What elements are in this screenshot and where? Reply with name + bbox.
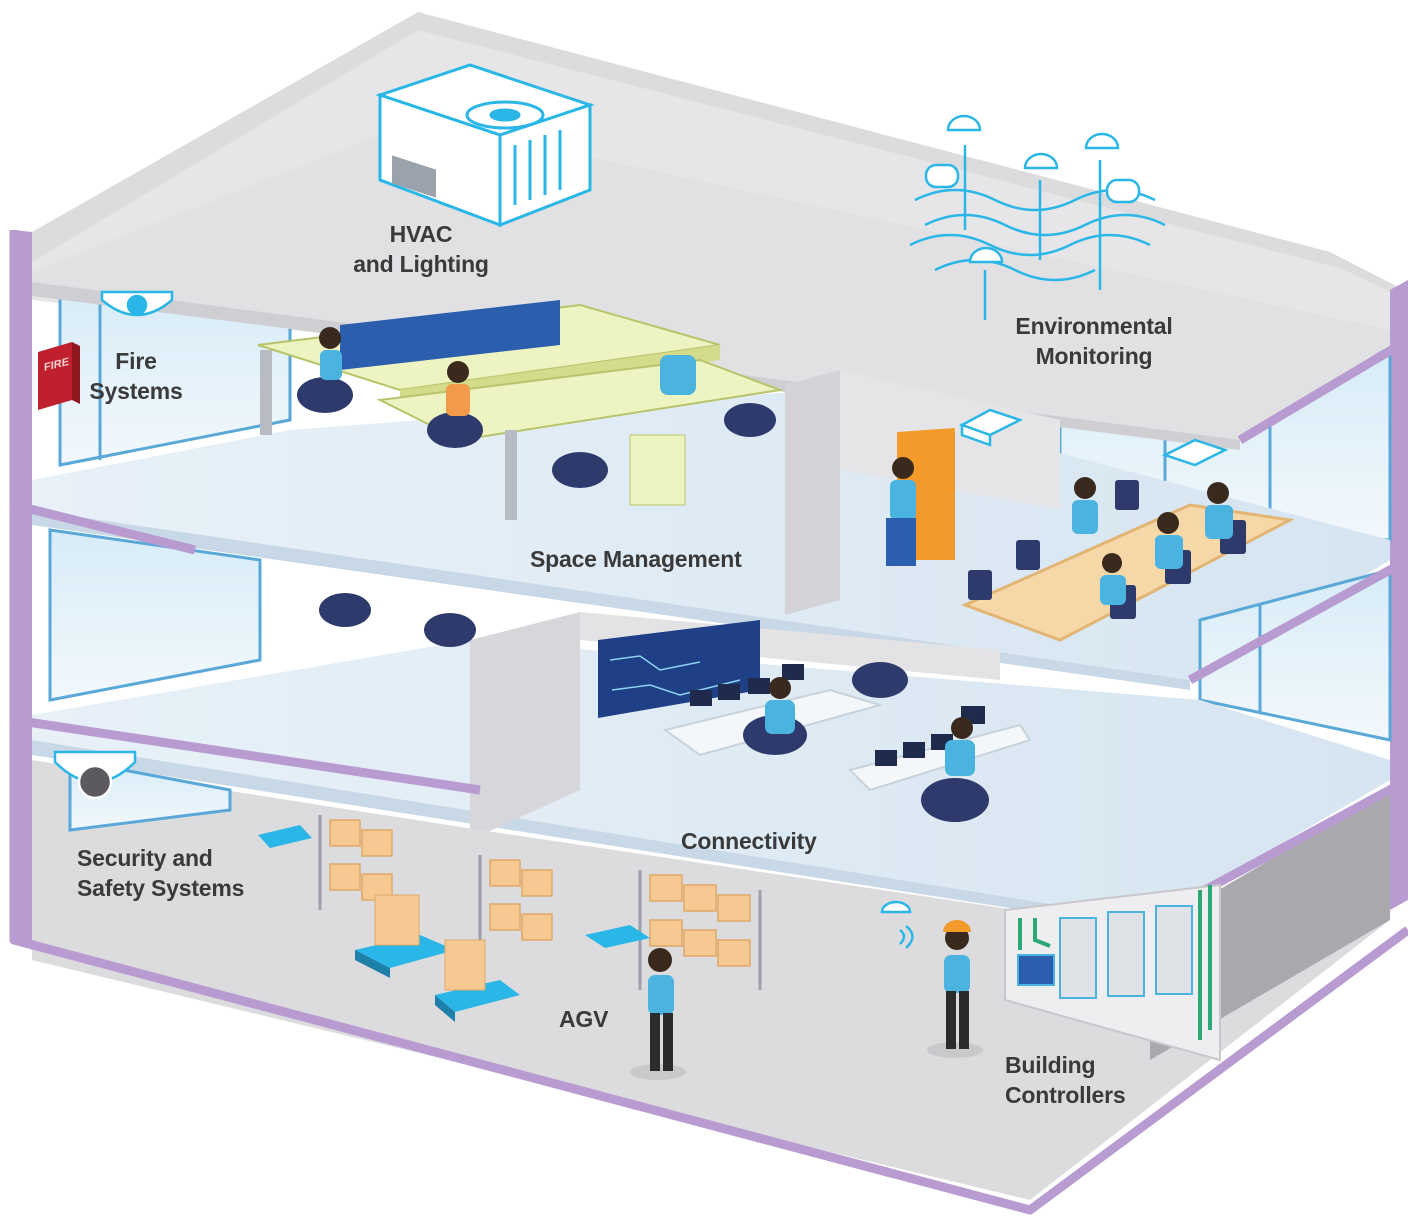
- label-hvac-and-lighting: HVAC and Lighting: [350, 219, 492, 279]
- label-security-and-safety: Security and Safety Systems: [77, 843, 244, 903]
- control-room-wall: [470, 612, 580, 840]
- label-fire-systems: Fire Systems: [86, 346, 186, 406]
- control-room: [598, 620, 1032, 822]
- label-space-line1: Space Management: [530, 546, 742, 572]
- top-ceiling-slab: [32, 120, 1390, 440]
- warehouse-workers: [630, 920, 983, 1080]
- label-fire-line2: Systems: [89, 378, 183, 404]
- label-building-controllers: Building Controllers: [1005, 1050, 1126, 1110]
- label-connectivity: Connectivity: [681, 826, 817, 856]
- label-environmental-line1: Environmental: [1015, 313, 1173, 339]
- ceiling-camera-icon: [100, 290, 174, 317]
- label-space-management: Space Management: [530, 544, 742, 574]
- hvac-unit-icon: [375, 63, 595, 228]
- label-hvac-line2: and Lighting: [353, 251, 489, 277]
- environmental-sensors-icon: [909, 114, 1166, 320]
- right-outer-wall: [1390, 280, 1408, 910]
- label-environmental-monitoring: Environmental Monitoring: [1005, 311, 1183, 371]
- agv-robot-2: [435, 939, 520, 1022]
- label-hvac-line1: HVAC: [389, 221, 453, 247]
- agv-robot-4: [258, 825, 312, 848]
- meeting-room: [886, 428, 1295, 642]
- label-controllers-line2: Controllers: [1005, 1082, 1126, 1108]
- middle-floor-plate: [32, 640, 1390, 920]
- agv-robots: [258, 825, 650, 1022]
- security-camera-icon: [53, 750, 137, 800]
- label-security-line2: Safety Systems: [77, 875, 245, 901]
- wireless-sensor-icon: [880, 900, 914, 949]
- meeting-room-sensor-icon: [958, 408, 1229, 467]
- building-controllers-cabinets: [1004, 883, 1221, 1062]
- label-controllers-line1: Building: [1005, 1052, 1096, 1078]
- frame-edges: [9, 230, 1408, 1215]
- label-security-line1: Security and: [77, 845, 213, 871]
- warehouse-shelving: [318, 815, 762, 990]
- label-agv: AGV: [559, 1004, 608, 1034]
- middle-floor: [32, 528, 1392, 930]
- office-workers: [319, 327, 696, 416]
- label-environmental-line2: Monitoring: [1035, 343, 1153, 369]
- label-agv-line1: AGV: [559, 1006, 609, 1032]
- label-connectivity-line1: Connectivity: [681, 828, 817, 854]
- ground-floor-plate: [32, 760, 1390, 1200]
- agv-robot-1: [355, 894, 455, 978]
- label-fire-line1: Fire: [115, 348, 157, 374]
- meeting-table: [961, 503, 1295, 642]
- office-chairs: [297, 377, 776, 647]
- middle-window-left: [48, 528, 262, 702]
- partition-wall: [785, 370, 840, 615]
- fire-alarm-icon: FIRE: [38, 342, 80, 410]
- agv-robot-3: [585, 925, 650, 948]
